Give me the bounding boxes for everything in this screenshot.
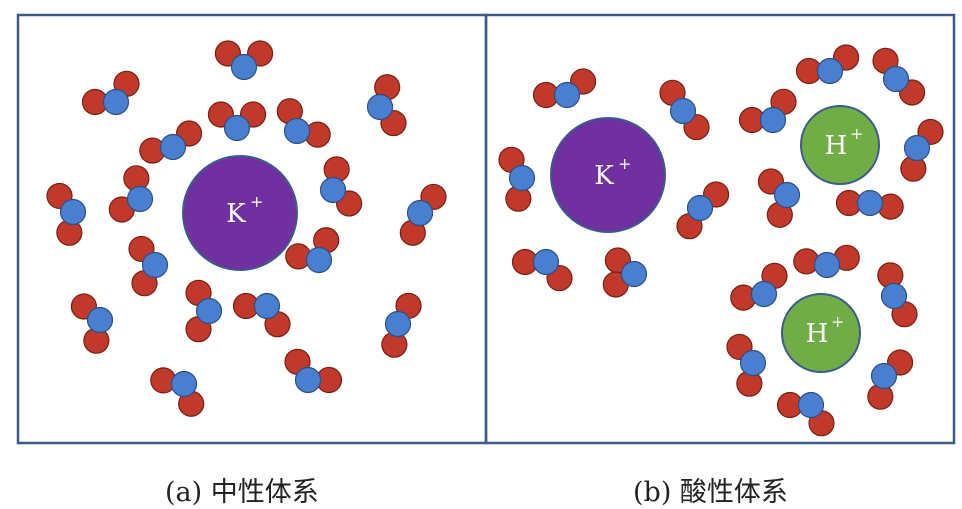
water-molecule: [532, 68, 597, 109]
water-molecule: [128, 235, 169, 297]
ion-charge: +: [250, 192, 263, 211]
blue-atom: [283, 117, 311, 145]
water-molecule: [730, 262, 788, 311]
blue-atom: [366, 93, 394, 121]
potassium-ion: K+: [550, 117, 666, 233]
water-molecule: [284, 348, 343, 394]
caption-acidic-system: (b) 酸性体系: [633, 477, 788, 508]
water-molecule: [602, 247, 648, 298]
blue-atom: [856, 189, 884, 217]
proton-ion: H+: [800, 105, 880, 185]
blue-atom: [384, 310, 412, 338]
blue-atom: [882, 65, 910, 93]
water-molecule: [659, 79, 710, 141]
blue-atom: [159, 133, 187, 161]
blue-atom: [739, 349, 767, 377]
water-molecule: [511, 248, 573, 292]
blue-atom: [532, 248, 560, 276]
water-molecule: [232, 292, 291, 338]
blue-atom: [553, 81, 581, 109]
blue-atom: [797, 391, 825, 419]
blue-atom: [903, 134, 931, 162]
blue-atom: [319, 176, 347, 204]
blue-atom: [170, 370, 198, 398]
water-molecule: [366, 74, 407, 137]
ion-charge: +: [850, 124, 863, 143]
water-molecule: [877, 262, 918, 328]
blue-atom: [305, 246, 333, 274]
caption-neutral-system: (a) 中性体系: [165, 477, 319, 508]
water-molecule: [757, 168, 801, 228]
water-molecule: [81, 70, 140, 116]
blue-atom: [406, 199, 434, 227]
blue-atom: [59, 198, 87, 226]
blue-atom: [880, 282, 908, 310]
water-molecule: [399, 183, 447, 246]
blue-atom: [86, 306, 114, 334]
water-molecule: [276, 98, 331, 148]
ion-label: H: [806, 319, 829, 349]
water-molecule: [676, 181, 730, 240]
water-molecule: [795, 44, 860, 85]
blue-atom: [620, 260, 648, 288]
ion-circle: [800, 105, 880, 185]
blue-atom: [870, 362, 898, 390]
water-molecule: [46, 182, 87, 246]
water-molecules: [46, 40, 944, 437]
blue-atom: [294, 366, 322, 394]
blue-atom: [508, 164, 536, 192]
water-molecule: [319, 156, 363, 217]
water-molecule: [185, 279, 223, 343]
water-molecule: [108, 165, 154, 223]
water-molecule: [872, 47, 926, 106]
water-molecule: [207, 101, 267, 142]
blue-atom: [126, 185, 154, 213]
water-molecule: [835, 189, 904, 220]
water-molecule: [867, 349, 914, 410]
blue-atom: [102, 88, 130, 116]
water-molecule: [793, 244, 860, 279]
water-molecule: [214, 40, 274, 81]
ions: K+K+H+H+: [182, 105, 880, 373]
blue-atom: [230, 53, 258, 81]
blue-atom: [141, 251, 169, 279]
panel-frames: [16, 13, 956, 445]
ion-circle: [781, 293, 861, 373]
blue-atom: [223, 114, 251, 142]
blue-atom: [816, 57, 844, 85]
water-molecule: [381, 292, 422, 358]
water-molecule: [139, 120, 203, 164]
blue-atom: [686, 194, 714, 222]
blue-atom: [813, 251, 841, 279]
water-molecule: [776, 391, 835, 437]
water-molecule: [900, 118, 944, 182]
ion-charge: +: [831, 312, 844, 331]
ion-charge: +: [618, 154, 631, 173]
potassium-ion: K+: [182, 155, 298, 271]
water-molecule: [70, 293, 114, 354]
water-molecule: [150, 367, 205, 417]
ion-label: K: [226, 199, 246, 229]
water-molecule: [738, 88, 797, 134]
ion-label: H: [825, 131, 848, 161]
blue-atom: [773, 181, 801, 209]
water-molecule: [285, 227, 340, 274]
water-molecule: [498, 146, 536, 212]
ion-label: K: [594, 161, 614, 191]
blue-atom: [195, 297, 223, 325]
ion-circle: [182, 155, 298, 271]
proton-ion: H+: [781, 293, 861, 373]
blue-atom: [669, 97, 697, 125]
panel-frame-acidic: [484, 13, 956, 445]
blue-atom: [750, 280, 778, 308]
ion-circle: [550, 117, 666, 233]
blue-atom: [253, 292, 281, 320]
water-molecule: [726, 333, 767, 397]
blue-atom: [759, 106, 787, 134]
